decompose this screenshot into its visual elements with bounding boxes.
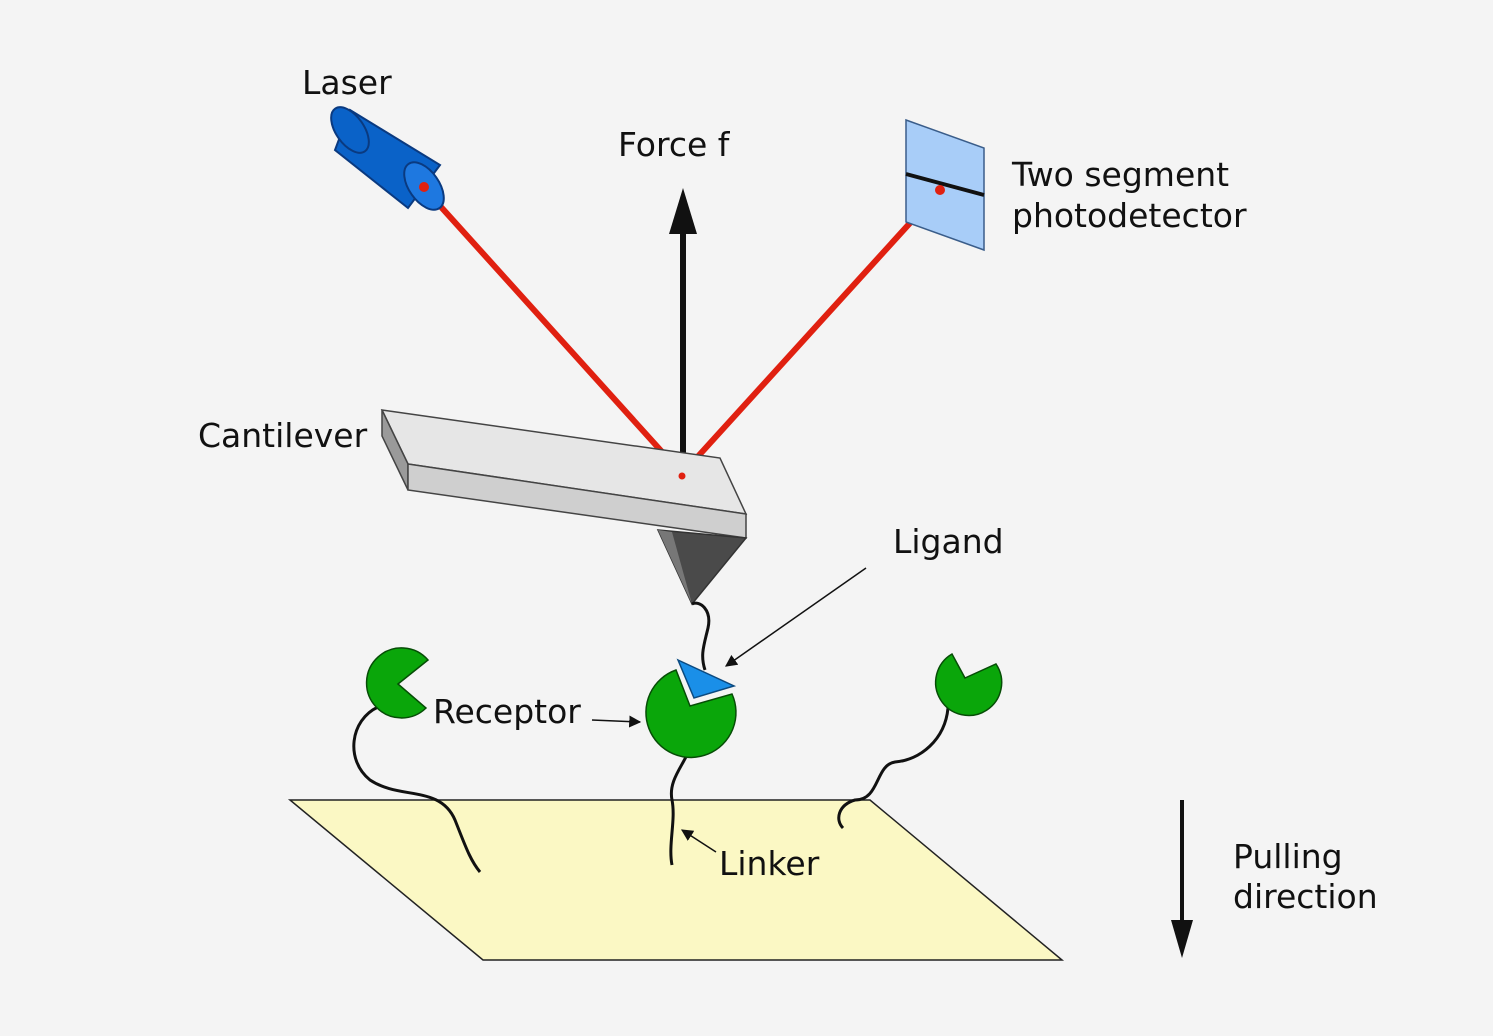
left-receptor [365,647,430,719]
laser-icon [330,106,445,211]
ligand-icon [676,658,737,699]
linker-pointer [680,829,717,853]
center-linker [669,747,692,866]
ligand-pointer [725,567,867,667]
laser-label: Laser [302,63,392,102]
reflected-laser-beam [679,187,943,477]
ligand-label: Ligand [893,522,1004,561]
right-linker [837,707,950,830]
right-receptor [934,652,1003,717]
linker-label: Linker [719,844,820,883]
photodetector-icon [905,118,985,252]
incident-laser-beam [420,184,685,477]
photodetector-label-line2: photodetector [1012,196,1247,235]
left-linker [352,705,482,873]
substrate-surface [287,799,1065,961]
pulling-label-line2: direction [1233,877,1378,916]
force-label: Force f [618,125,730,164]
pulling-arrow-icon [1171,800,1193,958]
tip-linker [691,601,711,671]
cantilever-label: Cantilever [198,416,368,455]
cantilever-icon [380,409,748,606]
receptor-label: Receptor [433,692,581,731]
center-receptor [645,669,737,759]
pulling-label-line1: Pulling [1233,837,1343,876]
receptor-pointer [591,715,642,728]
photodetector-label-line1: Two segment [1012,155,1230,194]
force-arrow-icon [669,188,697,474]
